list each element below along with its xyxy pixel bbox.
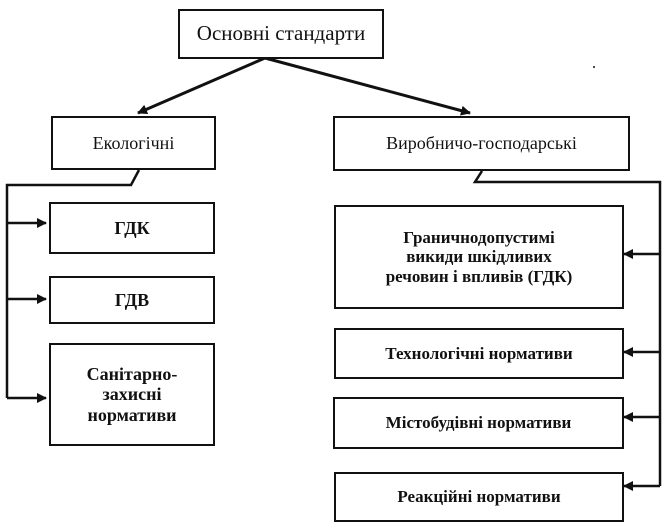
reaction-box: Реакційні нормативи [334, 472, 624, 522]
root-label: Основні стандарти [196, 21, 366, 46]
arrow-root-to-ecological [137, 56, 266, 115]
reaction-label: Реакційні нормативи [397, 487, 561, 507]
urban-planning-label: Містобудівні нормативи [385, 413, 572, 433]
technological-box: Технологічні нормативи [334, 328, 624, 379]
gdv-box: ГДВ [49, 276, 215, 324]
max-permissible-label: Граничнодопустимі викиди шкідливих речов… [385, 228, 573, 286]
stray-mark [593, 66, 595, 68]
arrow-root-to-industrial [264, 56, 471, 116]
gdk-box: ГДК [49, 202, 215, 254]
industrial-box: Виробничо-господарські [333, 116, 630, 171]
urban-planning-box: Містобудівні нормативи [333, 397, 624, 449]
gdv-label: ГДВ [114, 289, 150, 310]
max-permissible-box: Граничнодопустимі викиди шкідливих речов… [334, 205, 624, 309]
ecological-box: Екологічні [51, 116, 216, 170]
sanitary-box: Санітарно- захисні нормативи [49, 343, 215, 446]
industrial-label: Виробничо-господарські [386, 133, 577, 154]
root-box: Основні стандарти [178, 9, 384, 59]
right-branch-connector [472, 170, 662, 486]
gdk-label: ГДК [114, 217, 150, 238]
sanitary-label: Санітарно- захисні нормативи [86, 364, 178, 425]
ecological-label: Екологічні [92, 132, 175, 153]
technological-label: Технологічні нормативи [385, 343, 573, 363]
left-branch-connector [5, 169, 141, 398]
